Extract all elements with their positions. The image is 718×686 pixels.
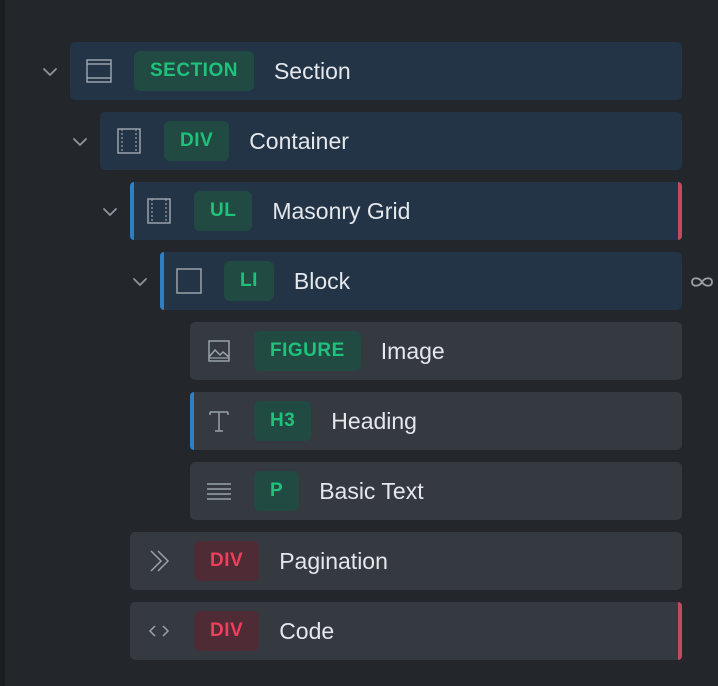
chevron-down-icon[interactable] <box>129 271 151 293</box>
element-tag: DIV <box>194 541 260 581</box>
element-label: Block <box>293 267 351 294</box>
tree-node-code[interactable]: DIV Code <box>130 602 682 660</box>
element-tag: SECTION <box>134 51 254 91</box>
tree-node-heading[interactable]: H3 Heading <box>190 392 682 450</box>
element-tag: FIGURE <box>254 331 361 371</box>
tree-node-masonry-grid[interactable]: UL Masonry Grid <box>130 182 682 240</box>
element-label: Basic Text <box>319 477 424 504</box>
element-tag: P <box>254 471 300 511</box>
element-tag: DIV <box>164 121 230 161</box>
tree-node-section[interactable]: SECTION Section <box>70 42 682 100</box>
grid-columns-icon <box>144 196 174 226</box>
tree-node-container[interactable]: DIV Container <box>100 112 682 170</box>
element-label: Masonry Grid <box>272 197 411 224</box>
section-layout-icon <box>84 56 114 86</box>
tree-node-basic-text[interactable]: P Basic Text <box>190 462 682 520</box>
element-tag: H3 <box>254 401 312 441</box>
code-brackets-icon <box>144 616 174 646</box>
container-icon <box>114 126 144 156</box>
panel-left-edge <box>0 0 5 686</box>
element-tag: LI <box>224 261 274 301</box>
element-label: Heading <box>331 407 417 434</box>
image-icon <box>204 336 234 366</box>
element-label: Image <box>380 337 445 364</box>
tree-node-pagination[interactable]: DIV Pagination <box>130 532 682 590</box>
tree-node-block[interactable]: LI Block <box>160 252 682 310</box>
element-tag: UL <box>194 191 253 231</box>
chevron-down-icon[interactable] <box>39 61 61 83</box>
element-label: Container <box>249 127 349 154</box>
link-icon[interactable] <box>688 268 716 296</box>
paragraph-lines-icon <box>204 476 234 506</box>
element-tag: DIV <box>194 611 260 651</box>
tree-node-image[interactable]: FIGURE Image <box>190 322 682 380</box>
chevron-down-icon[interactable] <box>69 131 91 153</box>
element-label: Code <box>279 617 335 644</box>
double-chevron-right-icon <box>144 546 174 576</box>
text-t-icon <box>204 406 234 436</box>
block-square-icon <box>174 266 204 296</box>
element-label: Pagination <box>279 547 388 574</box>
chevron-down-icon[interactable] <box>99 201 121 223</box>
element-label: Section <box>273 57 351 84</box>
